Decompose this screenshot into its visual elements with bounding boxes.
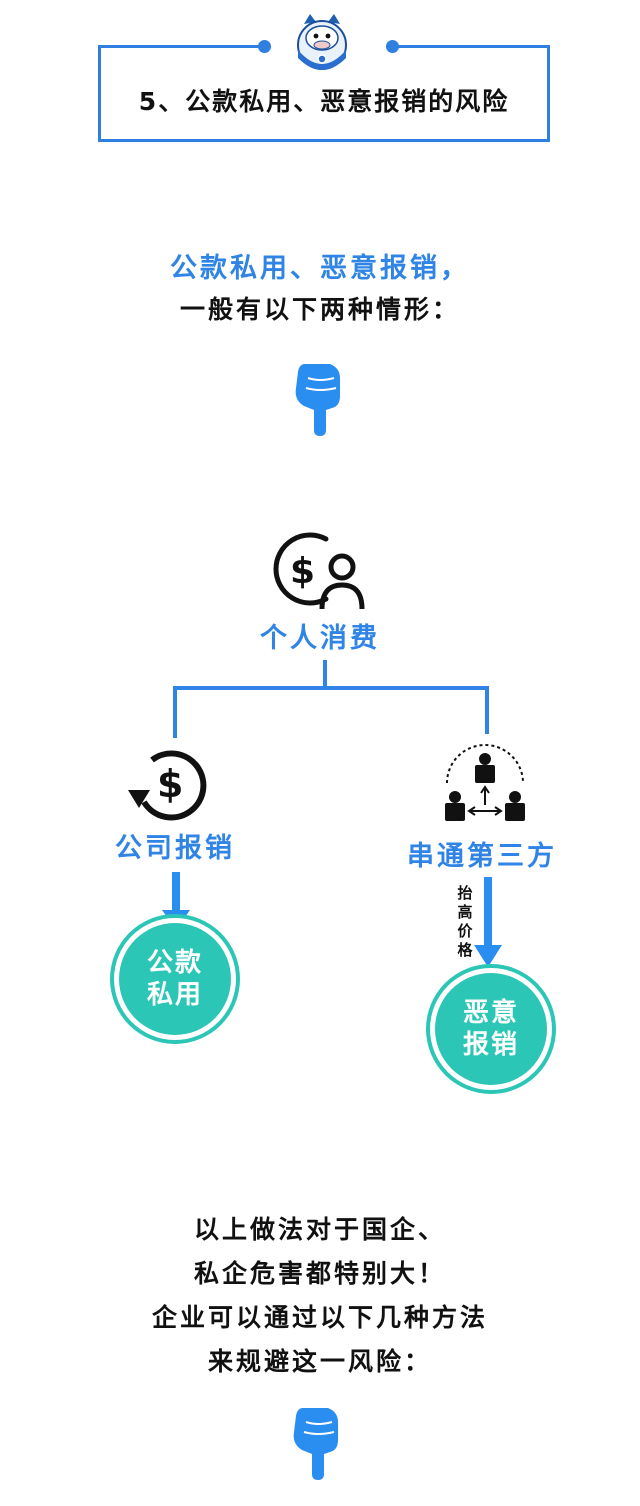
intro-highlight: 公款私用、恶意报销，: [170, 253, 470, 284]
svg-text:$: $: [157, 762, 183, 806]
arrow-down-right: [474, 877, 502, 967]
tree-branch: [173, 686, 489, 690]
tree-left-drop: [173, 686, 177, 738]
arrow-down-left: [162, 872, 190, 930]
right-label: 串通第三方: [407, 841, 557, 872]
header-line-right: [393, 45, 550, 48]
header-dot-right: [386, 40, 399, 53]
header-box: [98, 45, 550, 142]
intro-text: 一般有以下两种情形：: [179, 295, 460, 324]
tree-stem: [323, 660, 327, 688]
root-label: 个人消费: [260, 623, 380, 654]
outro-text: 以上做法对于国企、 私企危害都特别大！ 企业可以通过以下几种方法 来规避这一风险…: [0, 1208, 640, 1384]
left-label: 公司报销: [115, 833, 235, 864]
svg-text:$: $: [290, 551, 315, 592]
outro-line: 来规避这一风险：: [207, 1347, 432, 1376]
money-person-icon: $: [273, 532, 365, 610]
stamp-left-line2: 私用: [146, 980, 203, 1010]
header-line-left: [98, 45, 264, 48]
three-people-network-icon: [445, 744, 525, 821]
raise-price-label: 抬 高 价 格: [457, 884, 473, 959]
outro-line: 私企危害都特别大！: [193, 1259, 446, 1288]
stamp-left: 公款 私用: [119, 923, 231, 1035]
outro-line: 以上做法对于国企、: [193, 1215, 446, 1244]
mascot-avatar-icon: [297, 14, 347, 70]
tree-right-drop: [485, 686, 489, 734]
stamp-left-line1: 公款: [146, 948, 203, 978]
pointing-hand-down-icon: [295, 364, 340, 436]
stamp-right-line2: 报销: [462, 1030, 519, 1060]
stamp-right-line1: 恶意: [462, 998, 519, 1028]
stamp-right: 恶意 报销: [435, 973, 547, 1085]
dollar-refund-icon: $: [128, 750, 207, 821]
section-title: 5、公款私用、恶意报销的风险: [138, 87, 510, 116]
outro-line: 企业可以通过以下几种方法: [151, 1303, 488, 1332]
header-dot-left: [258, 40, 271, 53]
pointing-hand-down-icon: [293, 1408, 338, 1480]
